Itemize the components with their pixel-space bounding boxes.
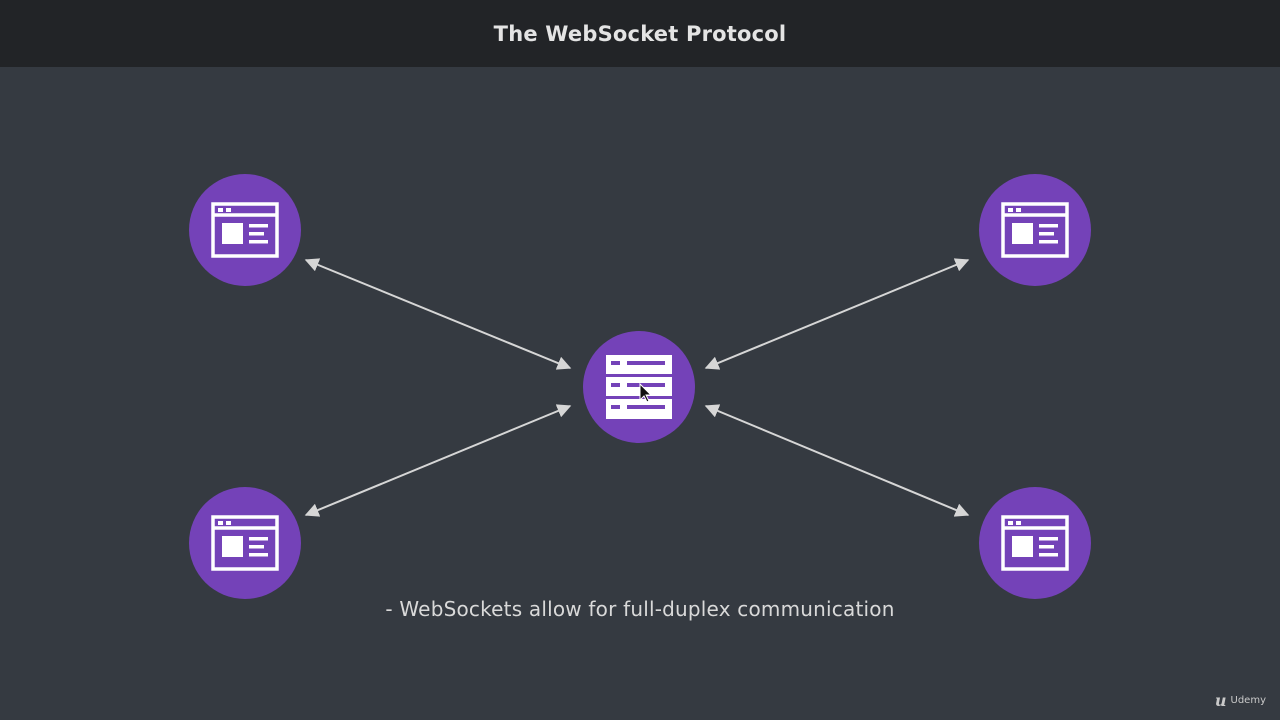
mouse-cursor-icon: [639, 382, 653, 403]
client-node-bottom-right: [979, 487, 1091, 599]
client-node-top-left: [189, 174, 301, 286]
connection-top-right: [704, 258, 970, 370]
client-node-bottom-left: [189, 487, 301, 599]
server-node: [583, 331, 695, 443]
caption-text: - WebSockets allow for full-duplex commu…: [385, 597, 895, 621]
server-icon: [606, 355, 672, 419]
title-bar: The WebSocket Protocol: [0, 0, 1280, 67]
udemy-logo-icon: u: [1214, 691, 1227, 710]
udemy-logo: u Udemy: [1215, 691, 1266, 710]
client-node-top-right: [979, 174, 1091, 286]
connection-top-left: [304, 258, 572, 370]
connection-bottom-right: [704, 404, 970, 517]
slide-title: The WebSocket Protocol: [493, 21, 787, 46]
udemy-logo-text: Udemy: [1230, 695, 1266, 706]
connection-bottom-left: [304, 404, 572, 517]
